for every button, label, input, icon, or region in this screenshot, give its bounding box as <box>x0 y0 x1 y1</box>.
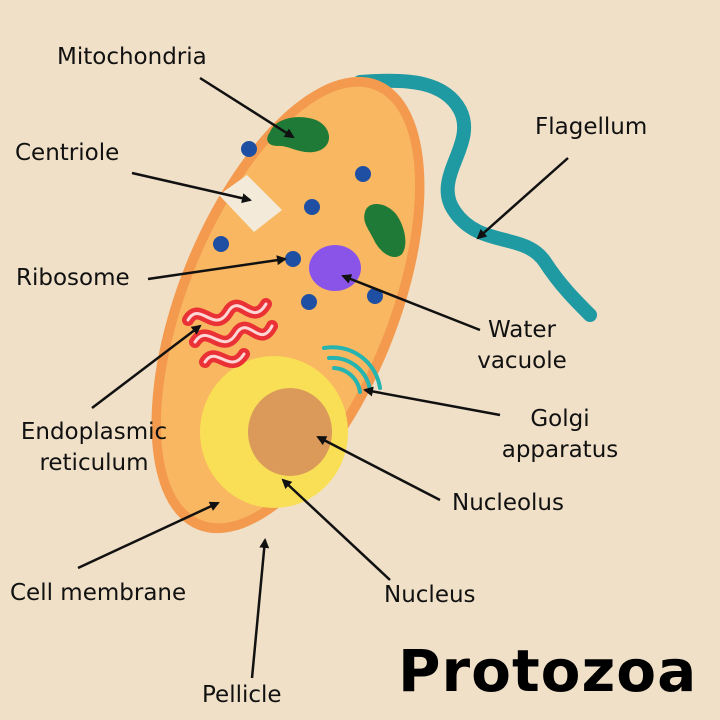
nucleolus <box>248 388 332 476</box>
arrow-endoplasmic-reticulum <box>91 324 202 409</box>
ribosome <box>355 166 371 182</box>
diagram-title: Protozoa <box>398 637 698 705</box>
golgi-apparatus <box>322 345 382 394</box>
arrow-mitochondria <box>199 76 295 139</box>
label-golgi-line1: Golgi <box>530 406 590 432</box>
label-endoplasmic-line1: Endoplasmic <box>20 419 168 445</box>
centriole <box>219 175 282 232</box>
label-golgi-line2: apparatus <box>501 437 619 463</box>
ribosome <box>241 141 257 157</box>
ribosome <box>213 236 229 252</box>
arrow-centriole <box>131 171 252 204</box>
label-nucleus: Nucleus <box>384 582 476 608</box>
mitochondrion <box>267 117 330 153</box>
label-nucleolus: Nucleolus <box>452 490 564 516</box>
mitochondrion <box>364 203 406 258</box>
label-pellicle: Pellicle <box>202 682 282 708</box>
arrow-nucleolus <box>316 435 441 502</box>
label-mitochondria: Mitochondria <box>57 44 207 70</box>
label-endoplasmic-line2: reticulum <box>39 450 149 476</box>
ribosome <box>367 288 383 304</box>
endoplasmic-reticulum <box>182 298 278 368</box>
arrow-cell-membrane <box>77 501 220 570</box>
label-water-line1: Water <box>488 317 556 343</box>
ribosome <box>304 199 320 215</box>
label-water-line2: vacuole <box>477 348 567 374</box>
arrow-ribosome <box>147 255 287 281</box>
arrow-golgi-apparatus <box>363 386 501 417</box>
arrow-flagellum <box>476 157 569 240</box>
ribosome <box>301 294 317 310</box>
label-water-vacuole: Water vacuole <box>462 315 582 377</box>
label-flagellum: Flagellum <box>535 114 648 140</box>
label-cell-membrane: Cell membrane <box>10 580 187 606</box>
arrow-water-vacuole <box>341 274 481 332</box>
label-endoplasmic-reticulum: Endoplasmic reticulum <box>8 417 180 479</box>
water-vacuole <box>309 245 361 291</box>
arrow-pellicle <box>250 538 270 679</box>
label-centriole: Centriole <box>15 140 120 166</box>
arrow-nucleus <box>281 478 391 581</box>
ribosome <box>285 251 301 267</box>
label-golgi-apparatus: Golgi apparatus <box>485 404 635 466</box>
label-ribosome: Ribosome <box>16 265 130 291</box>
flagellum <box>353 73 597 322</box>
